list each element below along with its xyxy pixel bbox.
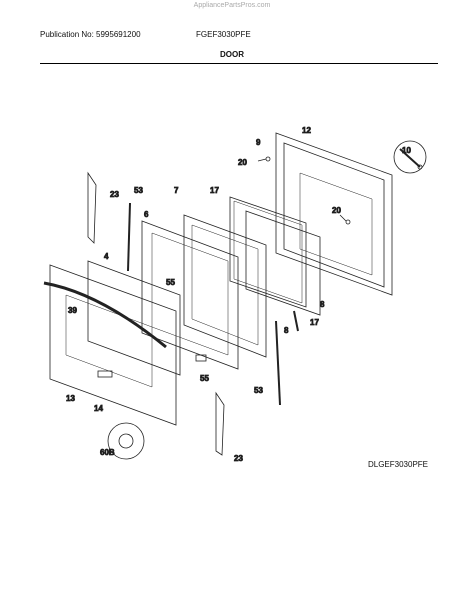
callout-label: 23 <box>234 454 243 463</box>
callout-label: 23 <box>110 190 119 199</box>
diagram-code: DLGEF3030PFE <box>367 460 428 469</box>
callout-label: 17 <box>210 186 219 195</box>
callout-label: 4 <box>104 252 109 261</box>
hinge-bracket <box>195 354 207 362</box>
callout-label: 60B <box>100 448 115 457</box>
door-hinge-top <box>87 171 97 244</box>
hinge-accessory-part <box>393 140 427 174</box>
exploded-door-diagram: 12 9 20 10 23 53 7 17 20 6 4 55 8 39 8 1… <box>43 126 427 463</box>
callout-label: 7 <box>174 186 179 195</box>
inner-glass-panel <box>229 196 307 308</box>
outer-glass-panel <box>245 210 321 316</box>
callout-label: 20 <box>238 158 247 167</box>
side-trim <box>293 310 299 332</box>
callout-label: 6 <box>144 210 149 219</box>
callout-label: 8 <box>320 300 325 309</box>
publication-number: Publication No: 5995691200 <box>40 30 141 39</box>
watermark: AppliancePartsPros.com <box>193 2 271 9</box>
screw-part <box>339 214 351 225</box>
callout-label: 14 <box>94 404 103 413</box>
callout-label: 13 <box>66 394 75 403</box>
door-seal-strip <box>127 202 131 272</box>
section-title: DOOR <box>220 50 244 59</box>
door-seal-strip <box>275 320 281 406</box>
callout-label: 8 <box>284 326 289 335</box>
model-number: FGEF3030PFE <box>196 30 251 39</box>
callout-label: 53 <box>134 186 143 195</box>
door-hinge-bottom <box>215 391 225 456</box>
door-frame <box>141 220 239 370</box>
callout-label: 12 <box>302 126 311 135</box>
callout-label: 20 <box>332 206 341 215</box>
callout-label: 55 <box>200 374 209 383</box>
callout-label: 55 <box>166 278 175 287</box>
screw-closeup <box>107 422 145 460</box>
header-rule <box>40 63 438 64</box>
callout-label: 10 <box>402 146 411 155</box>
screw-part <box>257 156 271 162</box>
callout-label: 17 <box>310 318 319 327</box>
callout-label: 9 <box>256 138 261 147</box>
callout-label: 53 <box>254 386 263 395</box>
door-handle <box>43 281 167 349</box>
door-liner <box>183 214 267 358</box>
badge-plate <box>97 370 113 378</box>
front-glass <box>87 260 181 376</box>
callout-label: 39 <box>68 306 77 315</box>
